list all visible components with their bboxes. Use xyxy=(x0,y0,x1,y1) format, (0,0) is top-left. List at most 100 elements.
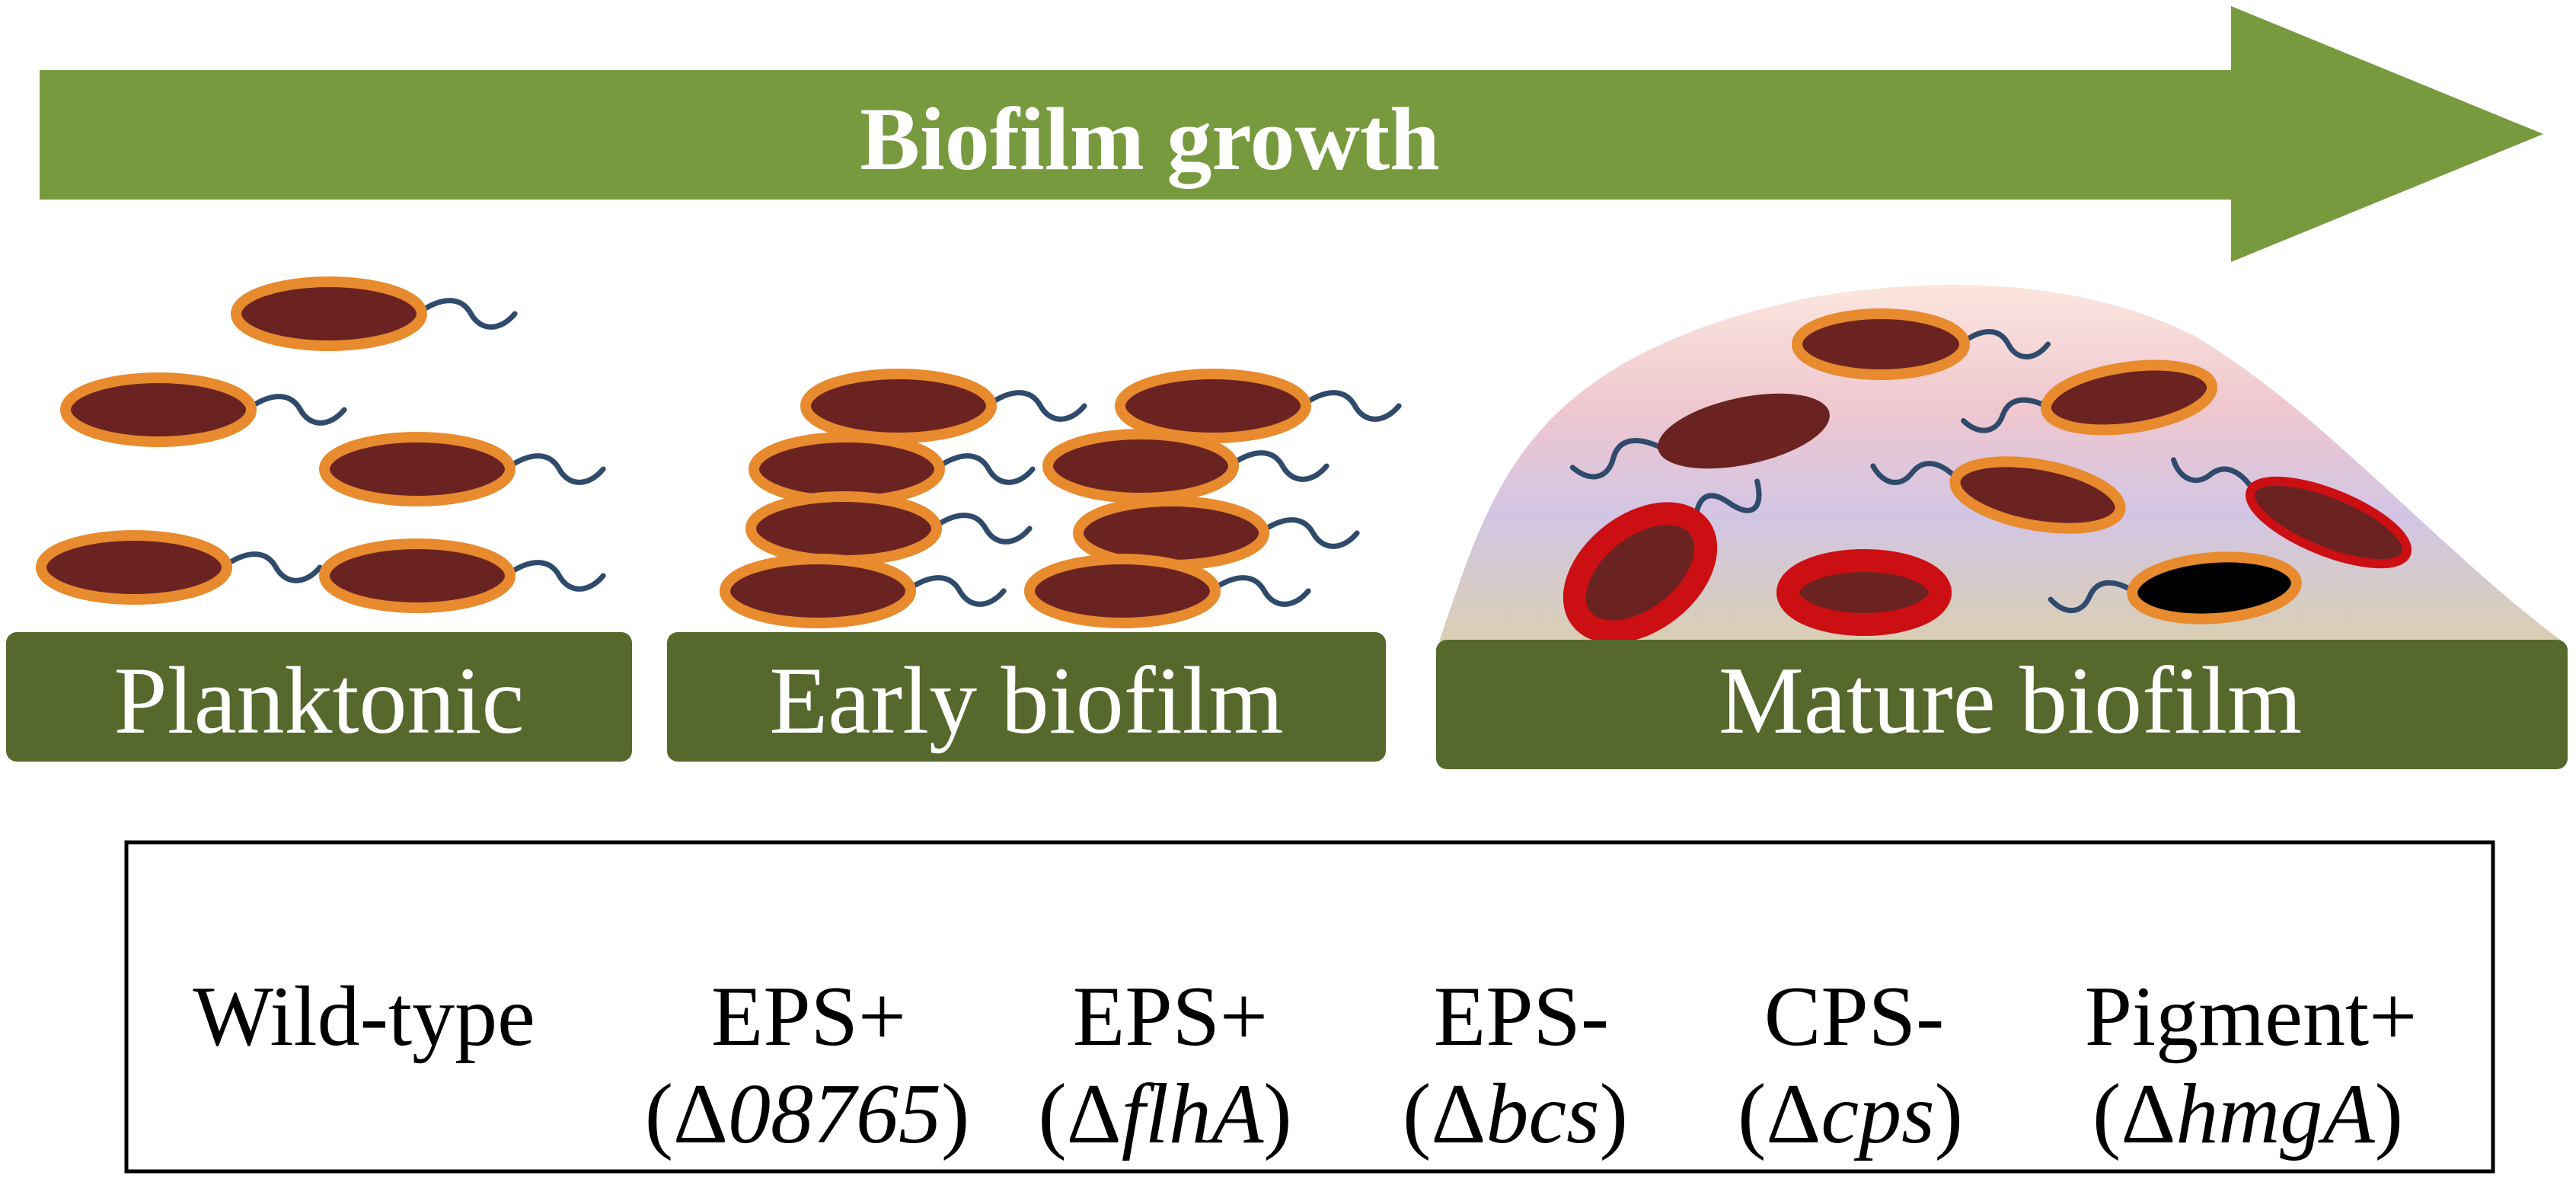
legend-name-pigment-plus-hmga: Pigment+ xyxy=(2085,970,2418,1064)
mature-biofilm-cell xyxy=(1792,308,2051,380)
flagellum xyxy=(903,575,1007,607)
flagellum xyxy=(1961,397,2054,433)
stage-bar-planktonic xyxy=(6,632,632,762)
legend-entry-wild-type: Wild-type xyxy=(193,970,535,1064)
cell-body xyxy=(231,276,427,351)
gene-prefix: (Δ xyxy=(2092,1067,2175,1161)
gene-suffix: ) xyxy=(1600,1067,1628,1161)
planktonic-cell xyxy=(231,276,518,351)
flagellum xyxy=(244,394,347,426)
cell-body xyxy=(1563,502,1718,644)
mature-biofilm-cell xyxy=(1569,393,1830,480)
flagellum xyxy=(503,560,606,592)
gene-symbol: flhA xyxy=(1122,1067,1264,1161)
arrow-title: Biofilm growth xyxy=(860,89,1440,189)
cell-body xyxy=(1949,456,2126,534)
legend-gene-cps-minus-cps: (Δcps) xyxy=(1738,1067,1963,1161)
gene-symbol: 08765 xyxy=(728,1067,941,1161)
flagellum xyxy=(1692,478,1762,532)
legend-entry-eps-plus-08765: EPS+ (Δ08765) xyxy=(645,970,970,1161)
legend-entry-pigment-plus-hmga: Pigment+ (ΔhmgA) xyxy=(2085,970,2418,1161)
gene-suffix: ) xyxy=(941,1067,969,1161)
cell-body xyxy=(2246,476,2412,569)
cell-body xyxy=(36,530,232,605)
planktonic-cell xyxy=(36,530,323,605)
stage-bar-early-biofilm xyxy=(667,632,1386,762)
cell-body xyxy=(1024,554,1221,628)
stage-label-mature-biofilm: Mature biofilm xyxy=(1719,648,2302,754)
cell-body xyxy=(745,491,942,566)
legend-name-eps-plus-flha: EPS+ xyxy=(1073,970,1268,1064)
legend-box xyxy=(124,840,2495,1174)
flagellum xyxy=(219,551,323,583)
mature-biofilm-cell xyxy=(2170,457,2412,569)
gene-prefix: (Δ xyxy=(1738,1067,1821,1161)
cell-body xyxy=(1042,429,1239,503)
legend-gene-pigment-plus-hmga: (ΔhmgA) xyxy=(2092,1067,2403,1161)
gene-symbol: bcs xyxy=(1486,1067,1599,1161)
early-biofilm-cell xyxy=(1042,429,1329,503)
stage-label-planktonic: Planktonic xyxy=(114,648,525,754)
early-biofilm-cell xyxy=(1024,554,1311,628)
gene-symbol: cps xyxy=(1821,1067,1934,1161)
early-biofilm-cell xyxy=(1115,369,1402,443)
flagellum xyxy=(1569,437,1665,480)
gene-prefix: (Δ xyxy=(1038,1067,1121,1161)
mature-biofilm-cell xyxy=(1563,478,1762,644)
flagellum xyxy=(1256,517,1360,549)
early-biofilm-cell xyxy=(720,554,1007,628)
cell-body xyxy=(800,369,997,443)
cell-body xyxy=(1658,393,1830,469)
cell-body xyxy=(1792,308,1970,380)
flagellum xyxy=(1226,450,1329,482)
flagellum xyxy=(2048,580,2140,614)
legend-gene-eps-minus-bcs: (Δbcs) xyxy=(1403,1067,1628,1161)
legend-gene-eps-plus-08765: (Δ08765) xyxy=(645,1067,970,1161)
flagellum xyxy=(1208,575,1311,607)
cell-body xyxy=(1776,549,1952,636)
legend-name-eps-minus-bcs: EPS- xyxy=(1434,970,1609,1064)
legend-name-cps-minus-cps: CPS- xyxy=(1764,970,1945,1064)
legend-name-eps-plus-08765: EPS+ xyxy=(711,970,906,1064)
cell-body xyxy=(319,432,516,506)
flagellum xyxy=(414,298,518,330)
flagellum xyxy=(932,453,1036,485)
flagellum xyxy=(1870,461,1963,485)
gene-suffix: ) xyxy=(2375,1067,2403,1161)
early-biofilm-cell xyxy=(800,369,1087,443)
cell-body xyxy=(60,372,257,447)
legend-gene-eps-plus-flha: (ΔflhA) xyxy=(1038,1067,1291,1161)
stage-label-early-biofilm: Early biofilm xyxy=(769,648,1283,754)
mature-biofilm-cell xyxy=(2048,551,2302,625)
legend-entry-eps-plus-flha: EPS+ (ΔflhA) xyxy=(1038,970,1291,1161)
early-biofilm-cell xyxy=(749,432,1036,506)
cell-body xyxy=(1115,369,1311,443)
cell-body xyxy=(319,538,516,613)
legend-entry-eps-minus-bcs: EPS- (Δbcs) xyxy=(1403,970,1628,1161)
planktonic-cell xyxy=(319,432,606,506)
flagellum xyxy=(929,513,1033,545)
gene-suffix: ) xyxy=(1263,1067,1291,1161)
gene-prefix: (Δ xyxy=(645,1067,728,1161)
flagellum xyxy=(1957,329,2051,359)
mature-biofilm-cell xyxy=(1776,549,1952,636)
flagellum xyxy=(503,453,606,485)
gene-symbol: hmgA xyxy=(2175,1067,2375,1161)
flagellum xyxy=(1298,390,1402,422)
biofilm-growth-arrow xyxy=(40,6,2543,262)
flagellum xyxy=(2170,457,2258,496)
planktonic-cell xyxy=(60,372,347,447)
planktonic-cell xyxy=(319,538,606,613)
cell-body xyxy=(720,554,916,628)
flagellum xyxy=(984,390,1087,422)
gene-suffix: ) xyxy=(1935,1067,1963,1161)
early-biofilm-cell xyxy=(745,491,1033,566)
gene-prefix: (Δ xyxy=(1403,1067,1486,1161)
mature-biofilm-cell xyxy=(1961,359,2218,436)
legend-name-wild-type: Wild-type xyxy=(193,970,535,1064)
mature-biofilm-cell xyxy=(1870,456,2126,534)
cell-body xyxy=(2127,551,2302,625)
cell-body xyxy=(2040,359,2218,436)
legend-entry-cps-minus-cps: CPS- (Δcps) xyxy=(1738,970,1963,1161)
